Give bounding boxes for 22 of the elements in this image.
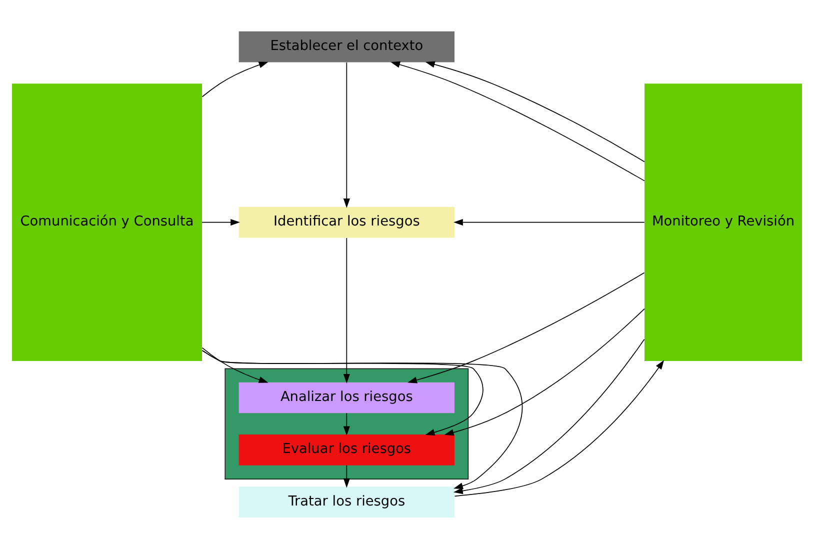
node-box: Comunicación y Consulta [12, 84, 202, 361]
arrow [454, 360, 664, 497]
arrow [453, 338, 645, 494]
arrow [454, 219, 645, 226]
node-box: Evaluar los riesgos [238, 434, 454, 466]
arrow [343, 238, 350, 384]
arrow [202, 350, 523, 490]
arrow [202, 219, 240, 226]
arrow [408, 272, 645, 384]
arrow [343, 62, 350, 208]
arrow [390, 61, 645, 182]
arrow [425, 61, 645, 162]
node-box: Monitoreo y Revisión [644, 84, 802, 361]
node-box: Tratar los riesgos [238, 486, 454, 518]
node-box: Identificar los riesgos [238, 206, 454, 238]
arrow [343, 412, 350, 436]
arrow [202, 62, 268, 98]
node-box: Establecer el contexto [238, 31, 454, 62]
arrow [343, 465, 350, 488]
arrow [202, 347, 268, 383]
node-box: Analizar los riesgos [238, 382, 454, 414]
arrow [444, 308, 645, 436]
